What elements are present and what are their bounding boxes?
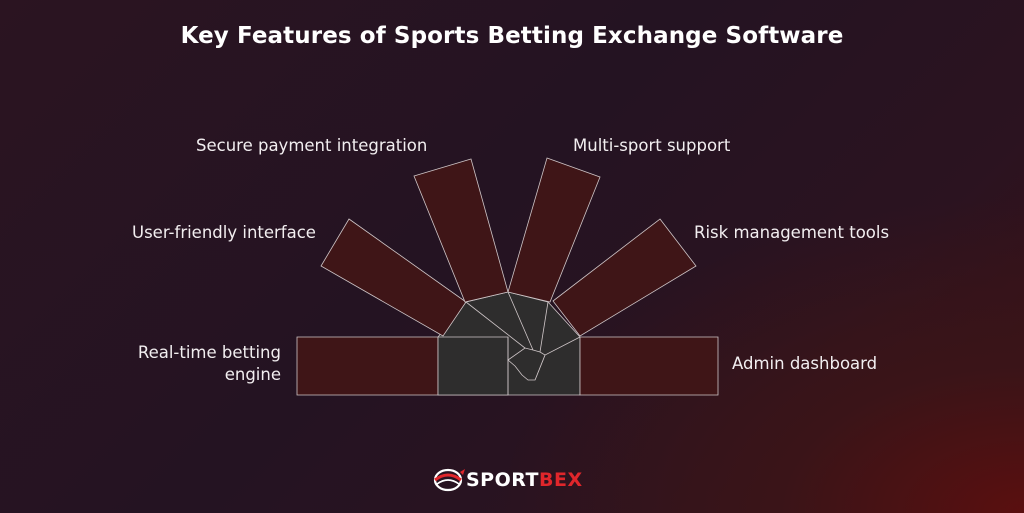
- feature-label-secure-payment: Secure payment integration: [196, 136, 428, 155]
- blade-user-friendly: [320, 218, 467, 337]
- blade-real-time-engine-inner: [437, 336, 509, 396]
- brand-name-part1: SPORT: [466, 469, 539, 491]
- blade-real-time-engine: [296, 336, 439, 396]
- blade-risk-management: [552, 218, 697, 337]
- blade-multi-sport: [507, 157, 601, 303]
- blade-admin-dashboard: [579, 336, 719, 396]
- sportbex-logo-icon: [433, 468, 465, 492]
- page-title: Key Features of Sports Betting Exchange …: [180, 23, 844, 49]
- feature-label-multi-sport: Multi-sport support: [573, 136, 731, 155]
- brand-logo: SPORT BEX: [432, 465, 583, 495]
- feature-label-user-friendly: User-friendly interface: [132, 223, 316, 242]
- feature-label-real-time-engine: Real-time betting engine: [137, 343, 281, 384]
- swirl-center-piece: [507, 347, 546, 381]
- brand-name-part2: BEX: [539, 469, 583, 491]
- feature-label-risk-management: Risk management tools: [694, 223, 890, 242]
- feature-label-admin-dashboard: Admin dashboard: [732, 354, 878, 373]
